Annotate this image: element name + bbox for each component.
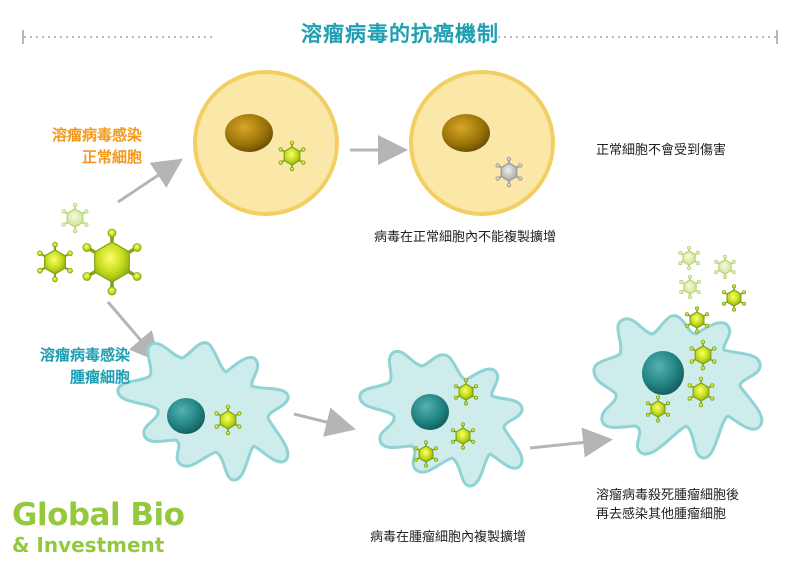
page-title: 溶瘤病毒的抗癌機制 [301, 22, 499, 46]
virus-released-2 [714, 254, 736, 280]
label-tumor-infect: 溶瘤病毒感染 腫瘤細胞 [10, 344, 130, 388]
virus-free-pale-1 [61, 202, 89, 234]
title-separator-left-cap [22, 30, 24, 44]
virus-released-4 [721, 284, 747, 312]
caption-normal-unharmed: 正常細胞不會受到傷害 [596, 143, 727, 158]
arrow-tumor-stage-1 [293, 407, 356, 437]
virus-tumor-cell-3-c [687, 376, 715, 408]
arrow-to-normal-cell [117, 158, 183, 204]
virus-tumor-cell-3-b [689, 339, 717, 371]
virus-tumor-cell-3-a [684, 306, 710, 334]
title-separator-right-cap [776, 30, 778, 44]
caption-tumor-kill-line-1: 溶瘤病毒殺死腫瘤細胞後 [596, 488, 740, 503]
virus-normal-cell-2-inactive [495, 156, 523, 188]
virus-layer [37, 140, 747, 468]
label-normal-infect-line-1: 溶瘤病毒感染 [51, 126, 142, 144]
virus-tumor-cell-2-a [453, 378, 479, 406]
virus-released-3 [679, 274, 701, 300]
label-normal-infect: 溶瘤病毒感染 正常細胞 [22, 124, 142, 168]
virus-free-large [82, 228, 142, 296]
caption-tumor-replicate: 病毒在腫瘤細胞內複製擴增 [370, 530, 527, 545]
virus-tumor-cell-2-c [413, 440, 439, 468]
logo-line-2: & Investment [12, 533, 165, 557]
caption-normal-no-replicate: 病毒在正常細胞內不能複製擴增 [374, 230, 557, 245]
normal-cell-2 [409, 70, 555, 216]
virus-tumor-cell-2-b [450, 422, 476, 450]
virus-released-1 [678, 245, 700, 271]
caption-tumor-kill-line-2: 再去感染其他腫瘤細胞 [596, 507, 727, 522]
virus-tumor-cell-1 [214, 404, 242, 436]
label-normal-infect-line-2: 正常細胞 [81, 148, 142, 166]
label-tumor-infect-line-1: 溶瘤病毒感染 [39, 346, 130, 364]
normal-cell-1-nucleus [225, 114, 273, 152]
virus-tumor-cell-3-d [645, 395, 671, 423]
logo-line-1: Global Bio [12, 497, 185, 533]
arrow-tumor-stage-2 [529, 427, 613, 458]
label-tumor-infect-line-2: 腫瘤細胞 [69, 368, 130, 386]
normal-cell-1 [193, 70, 339, 216]
virus-free-1 [37, 241, 73, 283]
tumor-cell-3-nucleus [642, 351, 684, 395]
virus-normal-cell-1 [278, 140, 306, 172]
normal-cell-2-nucleus [442, 114, 490, 152]
caption-tumor-kill: 溶瘤病毒殺死腫瘤細胞後 再去感染其他腫瘤細胞 [596, 486, 739, 524]
tumor-cell-1-nucleus [167, 398, 205, 434]
tumor-cell-2-nucleus [411, 394, 449, 430]
